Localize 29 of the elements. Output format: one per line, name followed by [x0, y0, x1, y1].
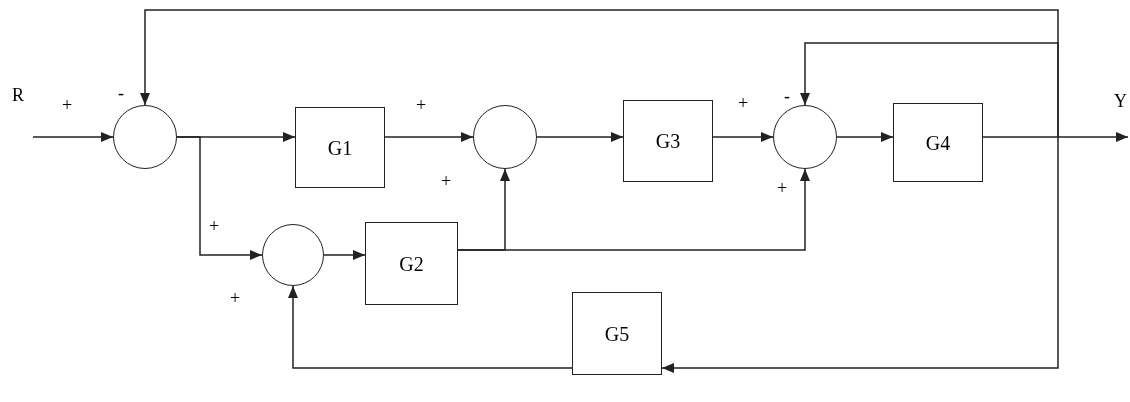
sign-label: + [209, 217, 220, 235]
transfer-block: G5 [572, 292, 662, 375]
arrow [323, 250, 366, 260]
transfer-block: G2 [365, 222, 458, 305]
sign-label: + [416, 96, 427, 114]
sign-label: + [777, 179, 788, 197]
arrow [384, 132, 474, 142]
sign-label: - [118, 84, 124, 102]
arrow [1057, 132, 1129, 142]
transfer-block: G4 [893, 103, 983, 182]
sign-label: R [12, 86, 24, 104]
sign-label: + [62, 96, 73, 114]
sign-label: Y [1114, 92, 1127, 110]
transfer-block: G3 [623, 100, 713, 182]
arrow [800, 42, 1059, 138]
arrow [457, 168, 810, 251]
sign-label: + [230, 289, 241, 307]
sign-label: + [441, 172, 452, 190]
arrow [661, 136, 1059, 373]
arrow [712, 132, 774, 142]
arrow [176, 136, 263, 260]
sign-label: - [784, 87, 790, 105]
transfer-block: G1 [295, 107, 385, 188]
arrow [536, 132, 624, 142]
arrow [288, 285, 573, 369]
arrow [32, 132, 114, 142]
line [982, 136, 1059, 138]
arrow [836, 132, 894, 142]
sign-label: + [738, 94, 749, 112]
